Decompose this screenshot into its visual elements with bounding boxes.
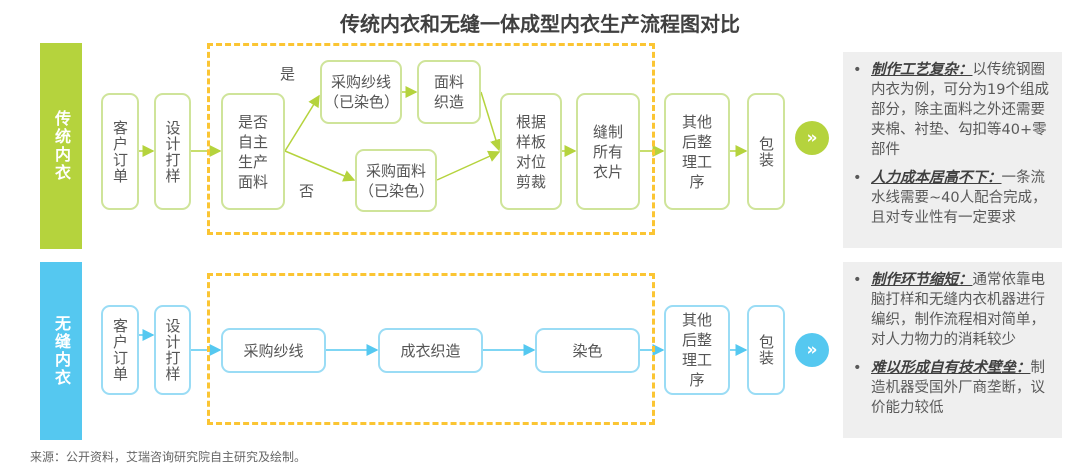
step-finish: 其他后整理工序 — [664, 305, 730, 395]
step-sew: 缝制所有衣片 — [576, 93, 640, 210]
step-buy-yarn: 采购纱线（已染色） — [320, 60, 402, 124]
step-knit-garment: 成衣织造 — [378, 328, 483, 373]
note-item: 人力成本居高不下：一条流水线需要~40人配合完成，且对专业性有一定要求 — [853, 168, 1052, 228]
page-title: 传统内衣和无缝一体成型内衣生产流程图对比 — [340, 12, 740, 36]
step-dye: 染色 — [535, 328, 640, 373]
step-cut: 根据样板对位剪裁 — [500, 93, 562, 210]
step-design: 设计打样 — [154, 305, 191, 395]
step-buy-yarn: 采购纱线 — [221, 328, 326, 373]
step-order: 客户订单 — [101, 93, 139, 210]
step-finish: 其他后整理工序 — [664, 93, 730, 210]
no-label: 否 — [299, 182, 315, 200]
step-weave-fabric: 面料织造 — [417, 60, 481, 124]
seamless-label: 无缝内衣 — [40, 262, 82, 440]
step-order: 客户订单 — [101, 305, 139, 395]
step-pack: 包装 — [747, 305, 785, 395]
step-design: 设计打样 — [154, 93, 191, 210]
note-item: 制作工艺复杂：以传统钢圈内衣为例，可分为19个组成部分，除主面料之外还需要夹棉、… — [853, 60, 1052, 160]
seamless-process-frame — [207, 273, 655, 425]
step-pack: 包装 — [747, 93, 785, 210]
double-chevron-right-icon: » — [795, 121, 829, 155]
yes-label: 是 — [280, 65, 296, 83]
step-decision: 是否自主生产面料 — [221, 93, 285, 210]
source-note: 来源：公开资料，艾瑞咨询研究院自主研究及绘制。 — [30, 450, 307, 464]
double-chevron-right-icon: » — [795, 333, 829, 367]
in-house-process-frame — [207, 43, 655, 235]
seamless-notes: 制作环节缩短：通常依靠电脑打样和无缝内衣机器进行编织，制作流程相对简单，对人力物… — [843, 262, 1062, 438]
step-buy-fabric: 采购面料（已染色） — [355, 149, 437, 212]
note-item: 制作环节缩短：通常依靠电脑打样和无缝内衣机器进行编织，制作流程相对简单，对人力物… — [853, 270, 1052, 350]
traditional-label: 传统内衣 — [40, 43, 82, 249]
note-item: 难以形成自有技术壁垒：制造机器受国外厂商垄断，议价能力较低 — [853, 358, 1052, 418]
traditional-notes: 制作工艺复杂：以传统钢圈内衣为例，可分为19个组成部分，除主面料之外还需要夹棉、… — [843, 52, 1062, 248]
